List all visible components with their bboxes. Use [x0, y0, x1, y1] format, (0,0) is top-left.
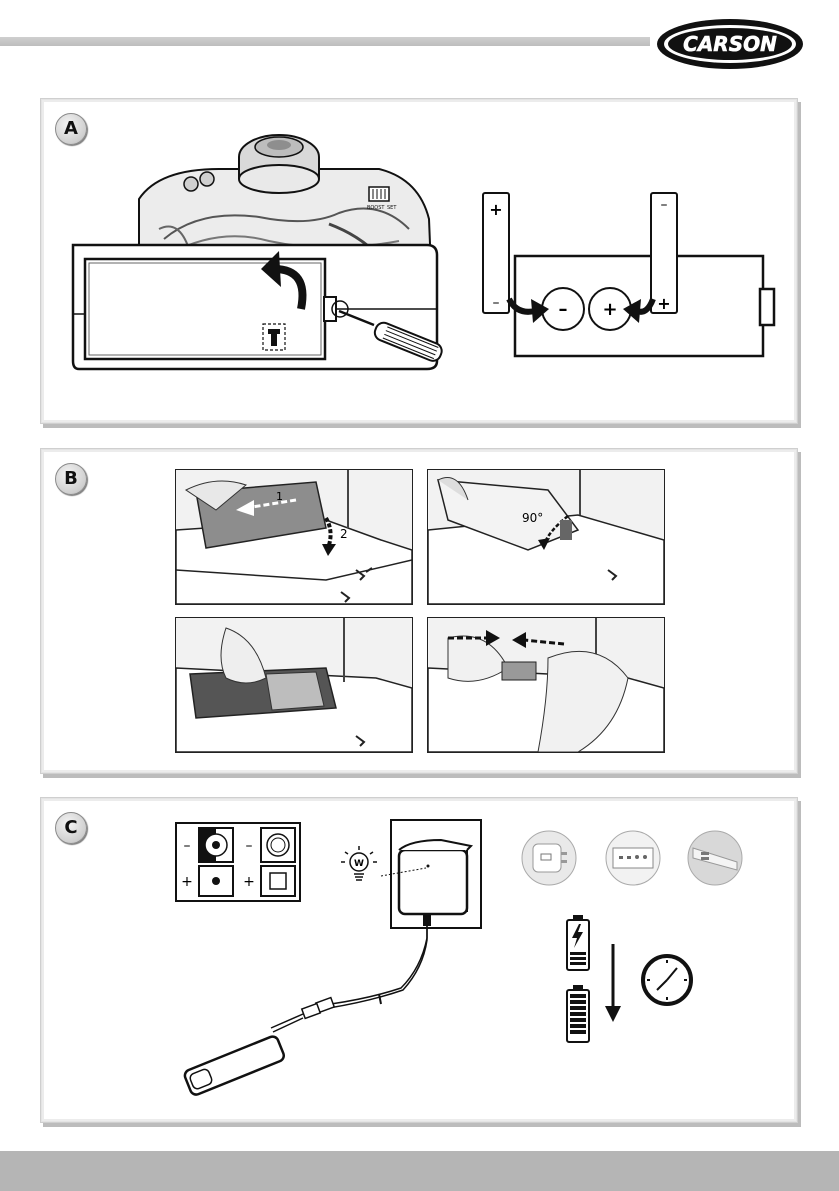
panel-b: B 1 2 90° — [40, 448, 798, 774]
battery-insertion-diagram: + – – + – + — [477, 191, 777, 361]
computer-usb-port-icon — [605, 830, 661, 886]
header-bar — [0, 37, 650, 46]
wall-adapter-icon — [521, 830, 577, 886]
slot-plus-sign: + — [602, 299, 617, 320]
step-number-1: 1 — [276, 490, 283, 503]
power-bank-icon — [687, 830, 743, 886]
battery-charging-icon — [565, 914, 591, 972]
switch-label-set: SET — [387, 205, 397, 211]
step-photo-3 — [175, 617, 413, 753]
angle-label: 90° — [522, 511, 543, 525]
panel-a: A BOOST SET — [40, 98, 798, 424]
step-number-2: 2 — [340, 527, 348, 541]
battery-left-top-sign: + — [489, 200, 502, 219]
remote-controller-illustration: BOOST SET — [69, 129, 479, 379]
slot-minus-sign: – — [559, 299, 568, 320]
battery-right-bottom-sign: + — [657, 294, 670, 313]
footer-bar — [0, 1151, 839, 1191]
battery-right-top-sign: – — [661, 197, 668, 213]
panel-c: C – + – + W — [40, 797, 798, 1123]
step-photo-4 — [427, 617, 665, 753]
step-photo-2: 90° — [427, 469, 665, 605]
section-label-b: B — [55, 463, 87, 495]
section-label-c: C — [55, 812, 87, 844]
charger-and-battery-illustration — [171, 818, 491, 1108]
logo-text: CARSON — [683, 32, 777, 56]
step-photo-1: 1 2 — [175, 469, 413, 605]
battery-full-icon — [565, 984, 591, 1044]
clock-icon — [641, 954, 693, 1006]
switch-label-boost: BOOST — [367, 205, 385, 211]
battery-left-bottom-sign: – — [493, 295, 500, 311]
down-arrow-icon — [603, 944, 623, 1024]
carson-logo: CARSON — [656, 18, 804, 70]
